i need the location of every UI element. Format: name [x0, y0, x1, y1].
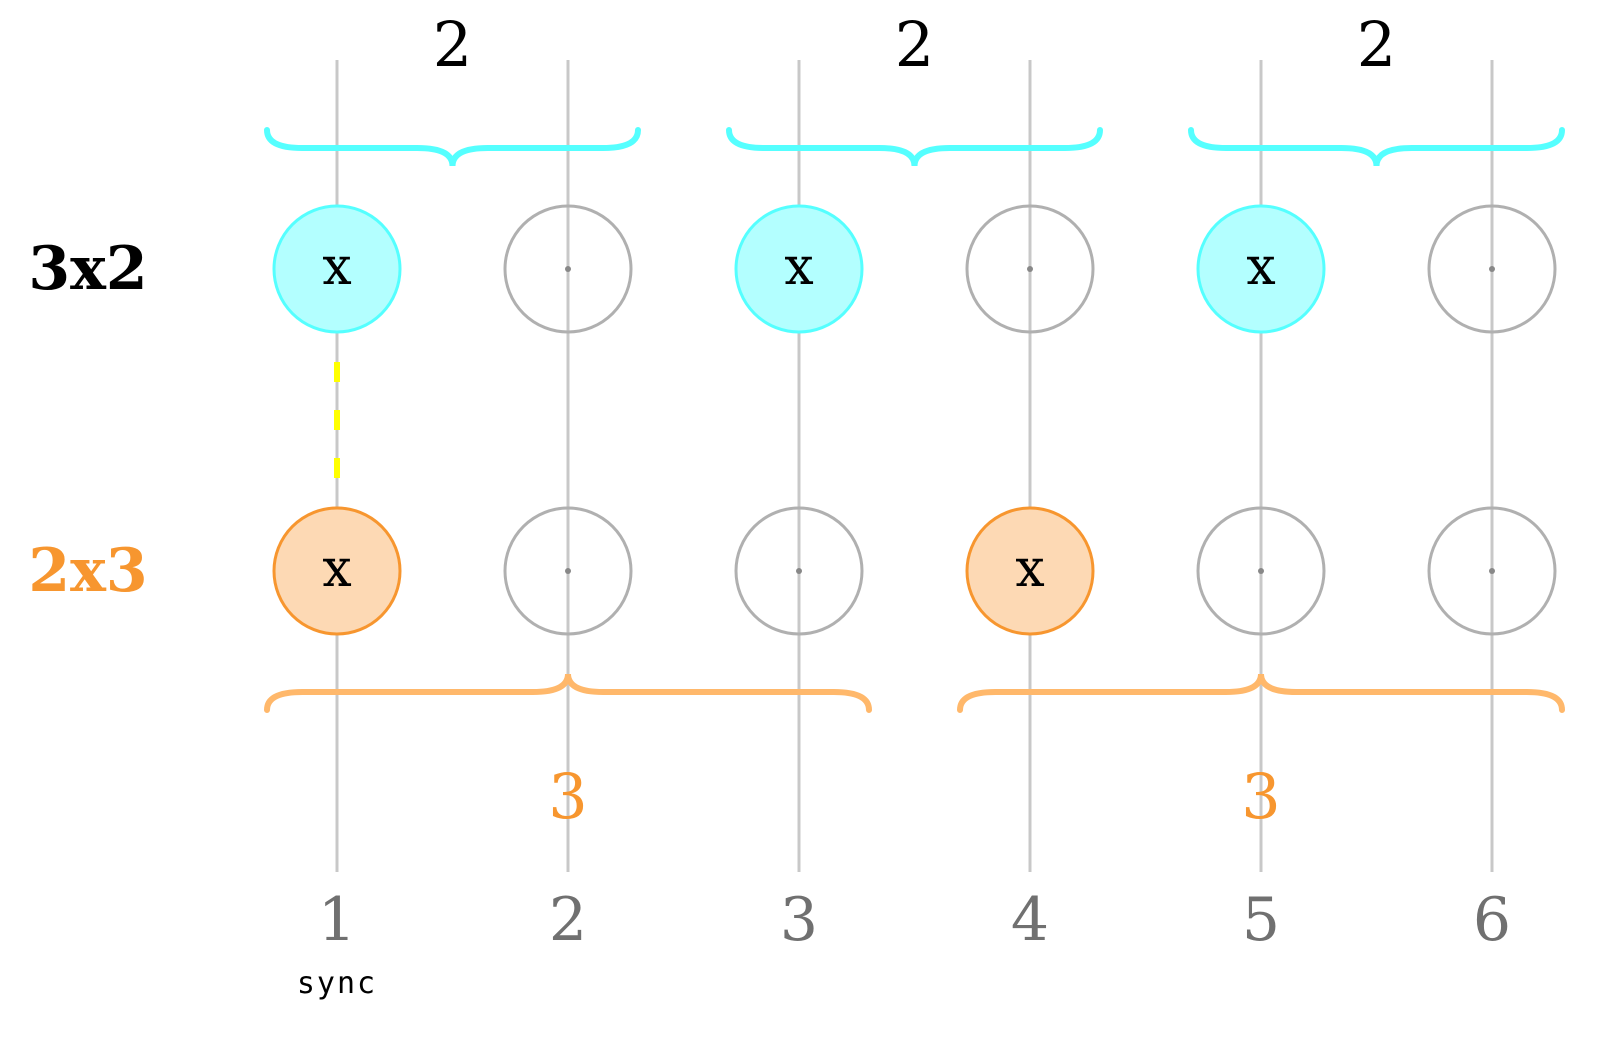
rest-dot-row1-step4	[1027, 266, 1033, 272]
top-group-count-1: 2	[433, 8, 472, 81]
pulse-circle-row1-step1	[272, 204, 402, 334]
rest-circle-row2-step3	[734, 506, 864, 636]
rest-circle-row2-step2	[503, 506, 633, 636]
bottom-brace-1	[264, 673, 872, 713]
step-number-1: 1	[318, 885, 356, 955]
bottom-brace-2	[957, 673, 1565, 713]
rest-circle-row1-step4	[965, 204, 1095, 334]
pulse-mark-row2-step4: x	[1015, 539, 1044, 599]
bottom-group-count-2: 3	[1241, 760, 1280, 833]
pulse-mark-row2-step1: x	[322, 539, 351, 599]
step-number-6: 6	[1473, 885, 1511, 955]
pulse-circle-row1-step5	[1196, 204, 1326, 334]
top-group-count-2: 2	[895, 8, 934, 81]
sync-label: sync	[297, 966, 377, 1001]
step-grid-lines	[335, 60, 1494, 872]
top-brace-3	[1188, 127, 1565, 167]
top-brace-2	[726, 127, 1103, 167]
rest-circle-row1-step6	[1427, 204, 1557, 334]
rest-dot-row1-step2	[565, 266, 571, 272]
step-number-3: 3	[780, 885, 818, 955]
top-brace-1	[264, 127, 641, 167]
pulse-circles: x x x x x	[272, 204, 1557, 636]
bottom-group-count-1: 3	[548, 760, 587, 833]
step-number-4: 4	[1011, 885, 1049, 955]
rest-circle-row2-step6	[1427, 506, 1557, 636]
rest-circle-row2-step5	[1196, 506, 1326, 636]
pulse-mark-row1-step3: x	[784, 237, 813, 297]
labels: 2 2 2 3 3 3x2 2x3 1 2 3 4 5 6 sync	[28, 8, 1511, 1001]
rest-dot-row1-step6	[1489, 266, 1495, 272]
rest-dot-row2-step3	[796, 568, 802, 574]
rest-dot-row2-step5	[1258, 568, 1264, 574]
step-number-2: 2	[549, 885, 587, 955]
top-group-braces	[264, 127, 1565, 167]
pulse-circle-row2-step4	[965, 506, 1095, 636]
top-group-count-3: 2	[1357, 8, 1396, 81]
pulse-circle-row1-step3	[734, 204, 864, 334]
pulse-circle-row2-step1	[272, 506, 402, 636]
bottom-group-braces	[264, 673, 1565, 713]
row-label-1: 3x2	[28, 234, 147, 304]
pulse-mark-row1-step1: x	[322, 237, 351, 297]
row-label-2: 2x3	[28, 536, 147, 606]
rest-dot-row2-step6	[1489, 568, 1495, 574]
step-number-5: 5	[1242, 885, 1280, 955]
rest-dot-row2-step2	[565, 568, 571, 574]
rest-circle-row1-step2	[503, 204, 633, 334]
pulse-mark-row1-step5: x	[1246, 237, 1275, 297]
